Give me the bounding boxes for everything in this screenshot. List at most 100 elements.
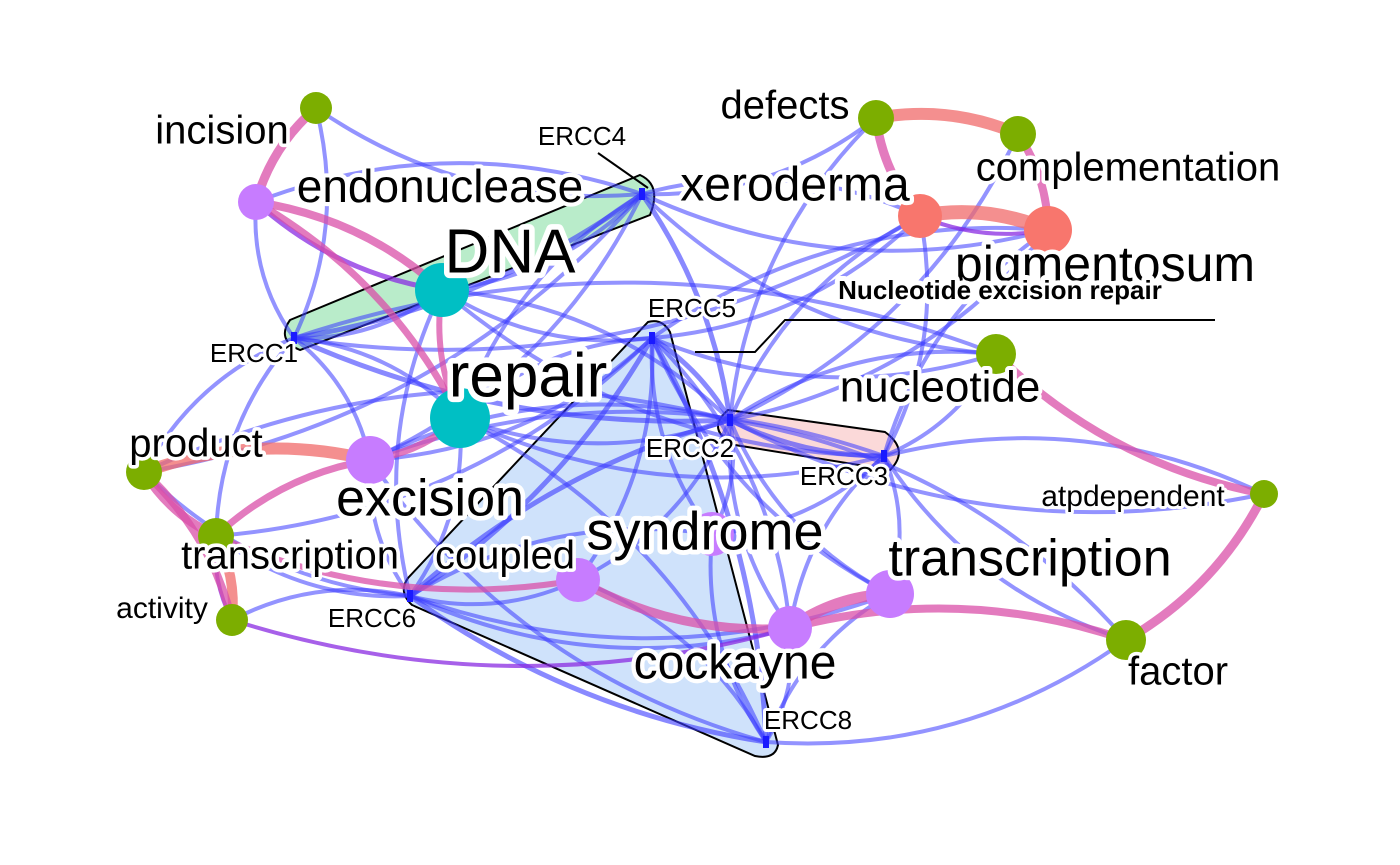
word-word-edge	[230, 618, 792, 668]
word-label: transcription	[181, 534, 399, 578]
ercc4-leader-line	[597, 152, 649, 189]
gene-word-edge	[764, 638, 1128, 746]
gene-word-edge	[394, 288, 444, 598]
nodes	[126, 92, 1278, 748]
word-node	[300, 92, 332, 124]
word-label: incision	[155, 109, 288, 153]
gene-word-edge	[576, 336, 655, 582]
gene-word-edge	[650, 336, 792, 630]
gene-word-edge	[368, 458, 768, 744]
gene-word-edge	[882, 228, 1050, 458]
word-label: cockayne	[634, 637, 837, 690]
word-node	[346, 436, 394, 484]
word-node	[768, 606, 812, 650]
gene-word-edge	[458, 416, 768, 744]
gene-gene-edge	[649, 335, 733, 423]
word-node	[866, 570, 914, 618]
gene-word-edge	[728, 116, 878, 422]
gene-node	[407, 590, 413, 602]
annotation-leader-line	[695, 319, 1215, 353]
gene-gene-edge	[291, 191, 645, 341]
gene-label: ERCC1	[210, 338, 298, 368]
word-label: DNA	[445, 217, 577, 286]
word-node	[126, 454, 162, 490]
annotation-group	[597, 152, 1215, 353]
gene-word-edge	[640, 116, 878, 197]
gene-word-edge	[640, 176, 922, 218]
gene-word-edge	[214, 534, 412, 599]
word-node	[238, 184, 274, 220]
word-node	[415, 263, 469, 317]
word-node	[556, 558, 600, 602]
word-word-edge	[1121, 489, 1269, 645]
gene-word-edge	[728, 214, 922, 422]
gene-word-edge	[728, 349, 998, 422]
word-node	[1106, 620, 1146, 660]
annotation-label: Nucleotide excision repair	[838, 275, 1162, 305]
word-node	[898, 194, 942, 238]
word-label: xeroderma	[680, 159, 910, 212]
word-word-edge	[870, 107, 1024, 140]
gene-word-edge	[408, 526, 714, 598]
gene-word-edge	[368, 192, 644, 462]
gene-word-edge	[764, 592, 892, 744]
hull-green	[283, 173, 656, 352]
gene-gene-edge	[407, 417, 733, 599]
gene-node	[639, 188, 645, 200]
gene-gene-edge	[407, 335, 655, 599]
word-label: pigmentosum	[955, 236, 1255, 292]
gene-word-edge	[882, 214, 930, 458]
gene-label: ERCC5	[648, 293, 736, 323]
gene-label: ERCC3	[800, 461, 888, 491]
gene-gene-edge	[291, 335, 733, 424]
gene-node	[881, 450, 887, 462]
word-node	[858, 100, 894, 136]
gene-gene-edge	[407, 593, 769, 745]
gene-word-edge	[314, 106, 644, 199]
gene-node	[649, 332, 655, 344]
word-node	[198, 518, 234, 554]
gene-word-edge	[368, 402, 732, 462]
gene-word-edge	[440, 288, 732, 422]
word-label: transcription	[888, 530, 1171, 588]
word-label: nucleotide	[840, 363, 1041, 412]
word-label: defects	[721, 84, 850, 128]
gene-label: ERCC2	[646, 433, 734, 463]
word-word-edge	[213, 533, 581, 593]
word-label: excision	[336, 470, 524, 528]
gene-word-edge	[728, 418, 1128, 642]
gene-gene-edge	[727, 417, 887, 459]
gene-word-edge	[788, 454, 886, 630]
gene-label: ERCC8	[764, 705, 852, 735]
word-node	[1250, 480, 1278, 508]
word-node	[690, 512, 734, 556]
gene-node	[727, 414, 733, 426]
word-word-edge	[138, 442, 376, 478]
gene-word-edge	[728, 418, 1266, 515]
gene-word-edge	[214, 336, 296, 538]
gene-word-edge	[458, 416, 886, 480]
word-node	[1024, 206, 1072, 254]
word-label: product	[129, 422, 262, 466]
word-node	[1000, 116, 1036, 152]
gene-word-edge	[292, 214, 922, 352]
gene-word-edge	[728, 132, 1020, 422]
gene-label: ERCC6	[328, 603, 416, 633]
word-label: atpdependent	[1041, 480, 1225, 513]
word-label: activity	[116, 592, 208, 625]
word-label: syndrome	[586, 501, 823, 561]
word-node	[430, 388, 490, 448]
word-label: endonuclease	[297, 160, 583, 212]
word-word-edge	[992, 350, 1268, 498]
gene-word-edge	[650, 336, 998, 380]
gene-word-edge	[214, 336, 654, 538]
word-node	[976, 334, 1016, 374]
gene-word-edge	[440, 192, 644, 292]
word-label: repair	[449, 341, 608, 410]
word-word-edge	[786, 604, 1130, 644]
gene-label: ERCC4	[538, 121, 626, 151]
gene-word-edge	[728, 418, 892, 596]
gene-word-edge	[576, 418, 732, 582]
